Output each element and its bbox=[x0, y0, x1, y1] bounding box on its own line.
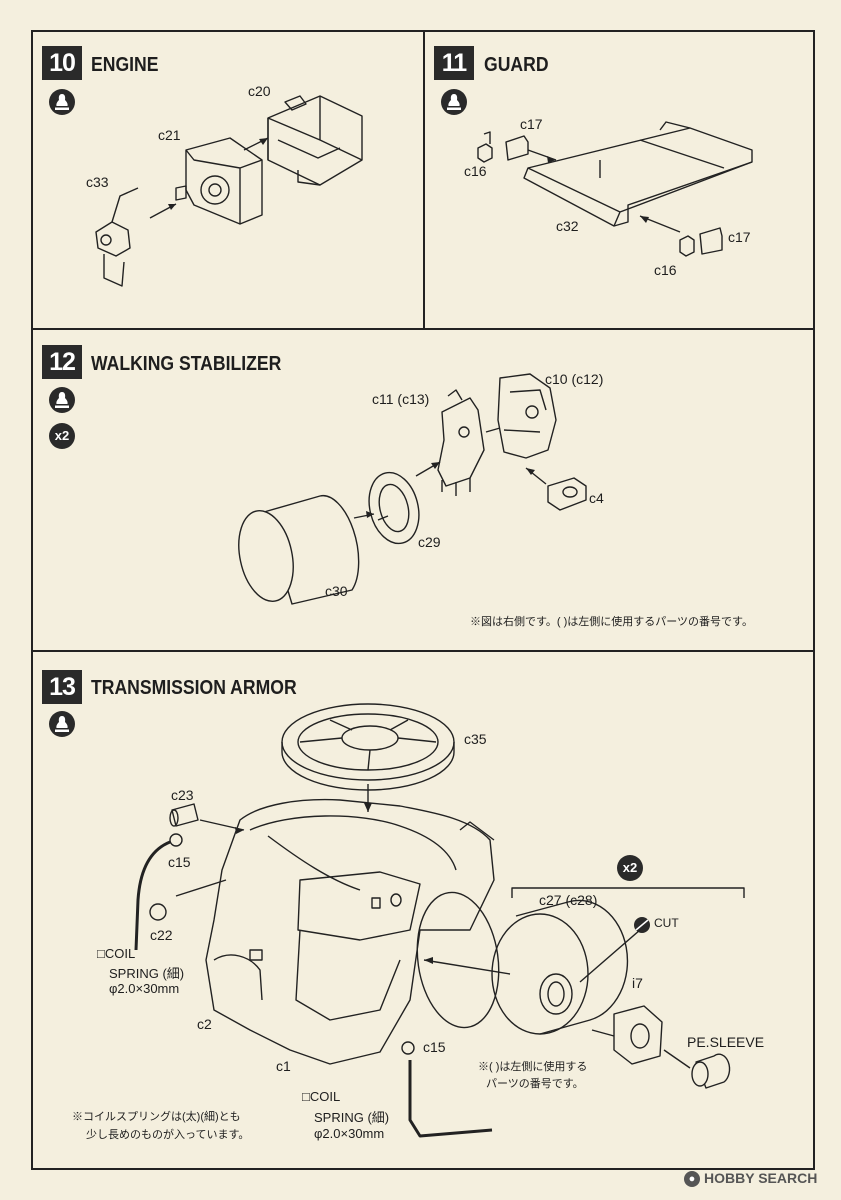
watermark: ●HOBBY SEARCH bbox=[684, 1170, 818, 1188]
step-10-number: 10 bbox=[42, 46, 82, 80]
step-13-bottom-note-line1: ※コイルスプリングは(太)(細)とも bbox=[72, 1111, 241, 1123]
coil-spring-left-line1: □COIL bbox=[97, 946, 136, 961]
x2-icon: x2 bbox=[617, 855, 643, 881]
part-label-c2: c2 bbox=[197, 1016, 212, 1032]
part-label-c11: c11 (c13) bbox=[372, 391, 430, 407]
part-label-c22: c22 bbox=[150, 927, 173, 943]
step-13-center-note-line1: ※( )は左側に使用する bbox=[478, 1061, 588, 1073]
part-label-c21: c21 bbox=[158, 127, 181, 143]
part-label-c30: c30 bbox=[325, 583, 348, 599]
step-12-number: 12 bbox=[42, 345, 82, 379]
glue-icon bbox=[441, 89, 467, 115]
coil-spring-bottom-line2: SPRING (細) bbox=[314, 1110, 390, 1125]
step-11-number: 11 bbox=[434, 46, 474, 80]
coil-spring-left-line2: SPRING (細) bbox=[109, 966, 185, 981]
part-label-i7: i7 bbox=[632, 975, 643, 991]
part-label-c16-bottom: c16 bbox=[654, 262, 677, 278]
coil-spring-left-line3: φ2.0×30mm bbox=[109, 981, 180, 996]
part-label-c20: c20 bbox=[248, 83, 271, 99]
step-12-title: WALKING STABILIZER bbox=[91, 353, 282, 375]
hobby-search-logo-icon: ● bbox=[684, 1171, 700, 1188]
part-label-c15-bottom: c15 bbox=[423, 1039, 446, 1055]
step-13-number: 13 bbox=[42, 670, 82, 704]
part-label-c15-left: c15 bbox=[168, 854, 191, 870]
glue-icon bbox=[49, 387, 75, 413]
x2-icon: x2 bbox=[49, 423, 75, 449]
step-13-title: TRANSMISSION ARMOR bbox=[91, 677, 297, 699]
part-label-c32: c32 bbox=[556, 218, 579, 234]
watermark-text: HOBBY SEARCH bbox=[704, 1170, 818, 1186]
part-label-c27: c27 (c28) bbox=[539, 892, 598, 908]
step-13-panel bbox=[31, 650, 815, 1170]
glue-icon bbox=[49, 711, 75, 737]
cut-label: CUT bbox=[654, 916, 679, 930]
part-label-c23: c23 bbox=[171, 787, 194, 803]
coil-spring-bottom-line1: □COIL bbox=[302, 1089, 341, 1104]
part-label-c17-bottom: c17 bbox=[728, 229, 751, 245]
part-label-c10: c10 (c12) bbox=[545, 371, 604, 387]
pe-sleeve-label: PE.SLEEVE bbox=[687, 1034, 765, 1050]
step-11-title: GUARD bbox=[484, 54, 549, 76]
part-label-c35: c35 bbox=[464, 731, 487, 747]
step-13-center-note-line2: パーツの番号です。 bbox=[486, 1078, 584, 1090]
coil-spring-bottom-line3: φ2.0×30mm bbox=[314, 1126, 385, 1141]
glue-icon bbox=[49, 89, 75, 115]
step-12-note: ※図は右側です。( )は左側に使用するパーツの番号です。 bbox=[470, 616, 753, 628]
part-label-c33: c33 bbox=[86, 174, 109, 190]
step-10-title: ENGINE bbox=[91, 54, 159, 76]
part-label-c16-top: c16 bbox=[464, 163, 487, 179]
part-label-c4: c4 bbox=[589, 490, 604, 506]
step-13-bottom-note-line2: 少し長めのものが入っています。 bbox=[86, 1129, 250, 1141]
part-label-c29: c29 bbox=[418, 534, 441, 550]
part-label-c17-top: c17 bbox=[520, 116, 543, 132]
part-label-c1: c1 bbox=[276, 1058, 291, 1074]
